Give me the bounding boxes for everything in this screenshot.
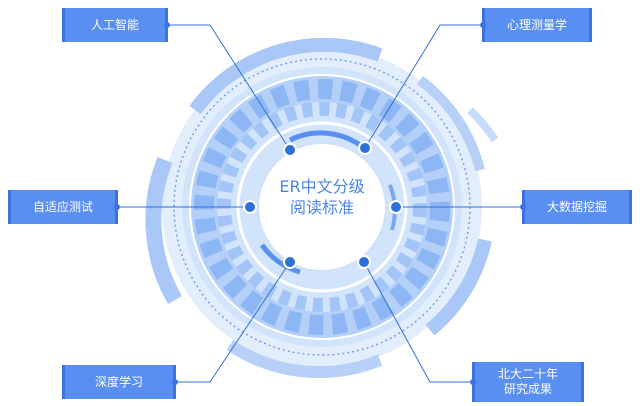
outer-arc-4: [226, 339, 383, 379]
inner-arc-2: [259, 243, 301, 275]
node-psychometrics: 心理测量学: [480, 8, 592, 42]
connector-deep: [178, 261, 291, 383]
connector-pku: [363, 261, 470, 383]
center-title-line1: ER中文分级: [279, 177, 365, 196]
connector-nodes: [243, 141, 403, 269]
center-core-ring: [257, 142, 387, 272]
outer-arc-1: [189, 37, 383, 115]
node-pku: 北大二十年 研究成果: [470, 362, 584, 402]
node-bigdata-label: 大数据挖掘: [546, 199, 607, 214]
node-adaptive-label: 自适应测试: [32, 199, 93, 214]
node-dot-deep: [283, 255, 297, 269]
node-pku-label-line1: 北大二十年: [497, 367, 558, 381]
node-bigdata: 大数据挖掘: [520, 190, 632, 224]
inner-arc-1: [288, 130, 362, 148]
center-title-line2: 阅读标准: [289, 198, 354, 217]
node-pku-text: 北大二十年 研究成果: [498, 367, 558, 397]
node-adaptive: 自适应测试: [8, 190, 120, 224]
node-deep-label: 深度学习: [94, 374, 143, 389]
outer-arc-2: [416, 75, 485, 172]
node-dot-bigdata: [389, 200, 403, 214]
center-title: ER中文分级 阅读标准: [262, 176, 382, 218]
node-deep: 深度学习: [62, 365, 178, 399]
outer-arc-6: [467, 107, 499, 143]
node-psychometrics-label: 心理测量学: [506, 17, 567, 32]
node-pku-label-line2: 研究成果: [503, 382, 552, 396]
connector-psychometrics: [364, 24, 480, 149]
node-ai: 人工智能: [62, 8, 170, 42]
node-dot-psychometrics: [358, 141, 372, 155]
node-ai-label: 人工智能: [90, 17, 139, 32]
outer-arc-segments: [145, 37, 499, 379]
node-dot-adaptive: [243, 200, 257, 214]
node-dot-pku: [357, 255, 371, 269]
connector-ai: [170, 24, 291, 151]
outer-arc-5: [145, 157, 182, 305]
center-core: [258, 143, 386, 271]
node-dot-ai: [283, 143, 297, 157]
connectors: [120, 24, 520, 383]
outer-arc-3: [425, 238, 492, 336]
